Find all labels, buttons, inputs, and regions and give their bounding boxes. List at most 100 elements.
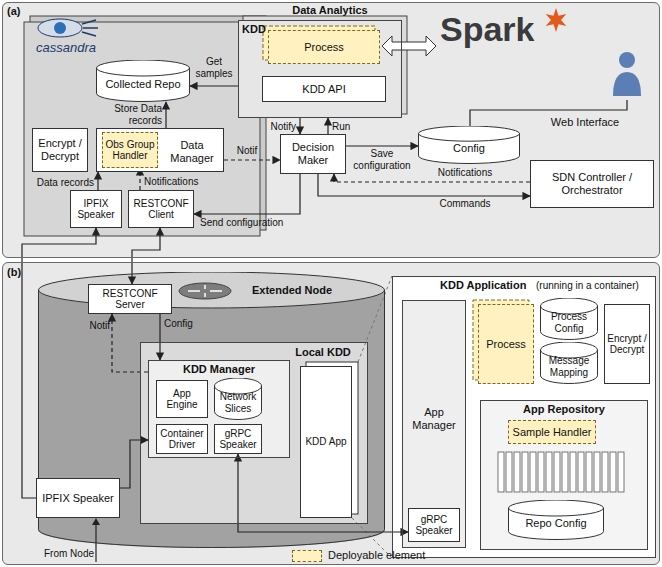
container-box: KDD Application(running in a container)A… — [392, 276, 656, 558]
cylinder-outline — [419, 126, 520, 164]
text-wrap: gRPC Speaker — [215, 425, 261, 453]
connector — [22, 228, 96, 498]
process-box: RESTCONF Client — [128, 190, 194, 228]
node-label: Config — [420, 142, 518, 155]
text-wrap: IPFIX Speaker — [37, 479, 119, 517]
cylinder-outline — [509, 500, 604, 540]
edge-label: Run — [332, 121, 362, 133]
cassandra-eye — [38, 19, 82, 37]
text-wrap: Config — [418, 126, 520, 164]
connector — [132, 228, 160, 284]
text-wrap: IPFIX Speaker — [71, 191, 121, 227]
connector — [165, 102, 166, 128]
free-label: Web Interface — [548, 116, 622, 129]
text-wrap: Collected Repo — [96, 60, 190, 102]
text-wrap: Process Config — [540, 298, 598, 340]
text-wrap: Obs Group Handler — [103, 133, 157, 167]
connector — [334, 174, 530, 182]
edge-label: Data records — [30, 177, 94, 189]
repository-bar — [570, 452, 576, 492]
repository-bar — [506, 452, 512, 492]
node-title: (a) — [7, 5, 37, 18]
arrow-head — [92, 518, 100, 525]
edge-label: Notifications — [144, 176, 214, 188]
edge-label: Notif — [78, 320, 110, 332]
repository-bar — [610, 452, 616, 492]
cylinder-outline — [97, 60, 190, 102]
cassandra-iris — [54, 22, 66, 34]
connector — [120, 440, 148, 488]
edge-label: Notif — [230, 145, 264, 157]
repository-bar — [514, 452, 520, 492]
node-title: App Manager — [404, 406, 464, 431]
connector — [159, 314, 160, 360]
node-label: IPFIX Speaker — [39, 492, 117, 505]
storage-cylinder: Repo Config — [508, 500, 604, 540]
node-label: Message Mapping — [542, 355, 596, 378]
collector-region — [24, 22, 260, 236]
legend-text: Deployable element — [328, 549, 425, 562]
text-wrap: KDD API — [263, 77, 385, 101]
cylinder-outline — [541, 298, 598, 339]
node-label: Container Driver — [159, 428, 205, 451]
deployable-box: Obs Group Handler — [102, 132, 158, 168]
router-icon — [179, 283, 231, 299]
edge-label: Config — [164, 318, 204, 330]
repository-bar — [586, 452, 592, 492]
repository-bar — [562, 452, 568, 492]
process-box: Data ManagerObs Group Handler — [96, 128, 224, 172]
node-title: (b) — [7, 266, 37, 279]
node-label: Process — [271, 41, 377, 54]
connector — [112, 314, 148, 372]
cylinder-outline — [215, 378, 262, 419]
deployable-box: Sample Handler — [508, 420, 596, 444]
repository-bar — [498, 452, 504, 492]
panel-fill — [2, 2, 660, 258]
process-box: Decision Maker — [280, 134, 346, 174]
panel: (a)Data AnalyticsCollected RepoEncrypt /… — [2, 2, 660, 258]
connector — [346, 145, 418, 146]
process-box: IPFIX Speaker — [36, 478, 120, 518]
kdd-fill — [238, 20, 402, 118]
text-wrap: Process — [479, 305, 533, 383]
repository-bar — [546, 452, 552, 492]
node-label: KDD API — [265, 83, 383, 96]
storage-cylinder: Collected Repo — [96, 60, 190, 102]
connector — [97, 172, 98, 190]
person-head — [619, 52, 635, 68]
node-label: Sample Handler — [511, 426, 593, 439]
node-title: App Repository — [482, 403, 646, 416]
text-wrap: gRPC Speaker — [409, 509, 459, 541]
edge-label: Get samples — [192, 56, 236, 80]
router-arrows — [188, 285, 222, 297]
storage-cylinder: Network Slices — [214, 378, 262, 420]
edge-label: Send configuration — [200, 217, 296, 229]
text-wrap: Sample Handler — [509, 421, 595, 443]
repository-bar — [618, 452, 624, 492]
node-label: KDD App — [303, 436, 349, 448]
repository-fill — [480, 400, 648, 550]
connector — [194, 174, 300, 214]
double-arrow — [382, 36, 436, 56]
cylinder-rim — [97, 68, 190, 76]
text-wrap: Decision Maker — [281, 135, 345, 173]
repository-bar — [554, 452, 560, 492]
process-box: KDD App — [300, 366, 352, 518]
cylinder-rim — [509, 508, 604, 516]
edge-label: Commands — [428, 198, 502, 210]
node-label: Obs Group Handler — [105, 139, 155, 162]
edge-label: Store Data records — [100, 103, 162, 127]
text-wrap: Encrypt / Decrypt — [33, 129, 87, 171]
deployable-box: Process — [268, 30, 380, 64]
person-body — [613, 72, 641, 96]
text-wrap: KDD App — [301, 367, 351, 517]
process-box: IPFIX Speaker — [70, 190, 122, 228]
node-label: SDN Controller / Orchestrator — [533, 171, 651, 196]
application-fill — [392, 276, 656, 558]
process-box: RESTCONF Server — [88, 284, 172, 314]
node-label: Network Slices — [216, 391, 260, 414]
container-box: App RepositorySample HandlerRepo Config — [480, 400, 648, 550]
node-title: KDD Manager — [150, 363, 288, 376]
node-label: IPFIX Speaker — [73, 198, 119, 221]
storage-cylinder: Config — [418, 126, 520, 164]
